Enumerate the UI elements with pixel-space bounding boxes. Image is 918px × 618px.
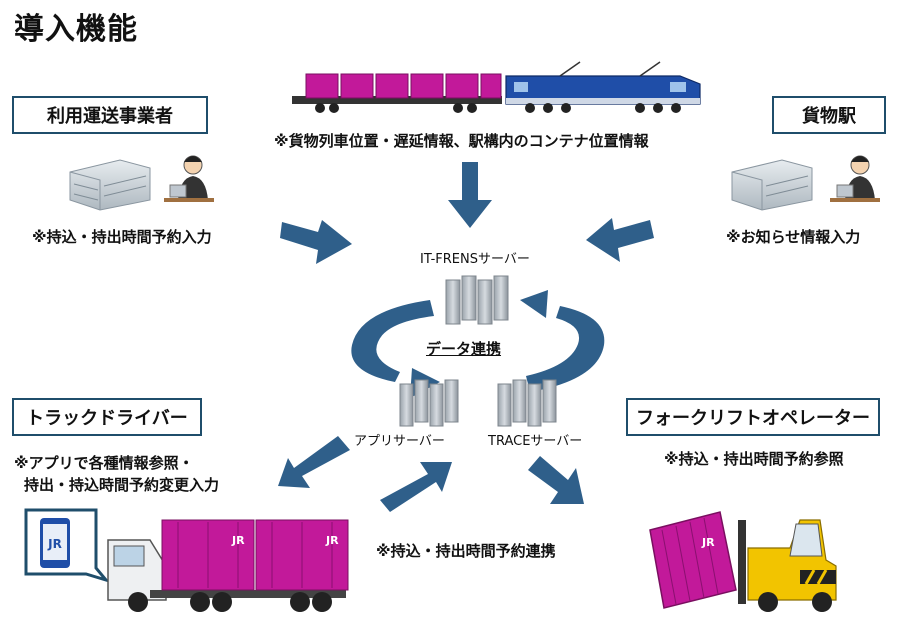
station-box: 貨物駅 <box>772 96 886 134</box>
arrow-station-to-center <box>586 218 654 262</box>
driver-note-line1: ※アプリで各種情報参照・ <box>14 454 194 472</box>
itfrens-server-icon <box>445 275 509 325</box>
arrow-sync-to-app <box>380 462 452 512</box>
svg-text:JR: JR <box>701 536 715 549</box>
sync-note: ※持込・持出時間予約連携 <box>376 542 556 560</box>
page-title: 導入機能 <box>14 12 138 47</box>
jr-logo: JR <box>47 537 62 551</box>
carrier-box: 利用運送事業者 <box>12 96 208 134</box>
itfrens-server-label: IT-FRENSサーバー <box>420 252 530 267</box>
forklift-operator-box: フォークリフトオペレーター <box>626 398 880 436</box>
forklift-ref-note: ※持込・持出時間予約参照 <box>664 450 844 468</box>
flow-arrows <box>278 162 654 512</box>
app-server-icon <box>399 379 459 427</box>
arrow-carrier-to-center <box>280 220 352 264</box>
freight-train-illustration <box>292 61 701 113</box>
station-office-illustration <box>731 155 880 211</box>
svg-text:JR: JR <box>231 534 245 547</box>
smartphone-app-icon: JR <box>24 508 111 583</box>
forklift-illustration: JR <box>649 511 837 612</box>
app-server-label: アプリサーバー <box>354 434 445 449</box>
carrier-input-note: ※持込・持出時間予約入力 <box>32 228 212 246</box>
truck-driver-box: トラックドライバー <box>12 398 202 436</box>
arrow-app-to-driver <box>278 436 350 488</box>
arrow-trace-to-forklift <box>528 456 584 504</box>
trace-server-label: TRACEサーバー <box>488 434 583 449</box>
carrier-office-illustration <box>69 155 214 211</box>
arrow-train-down <box>448 162 492 228</box>
train-info-note: ※貨物列車位置・遅延情報、駅構内のコンテナ位置情報 <box>274 132 649 150</box>
svg-text:JR: JR <box>325 534 339 547</box>
data-link-label: データ連携 <box>426 340 502 358</box>
truck-illustration: JR JR <box>107 519 349 612</box>
driver-note-line2: 持出・持込時間予約変更入力 <box>24 476 220 494</box>
station-input-note: ※お知らせ情報入力 <box>726 228 861 246</box>
trace-server-icon <box>497 379 557 427</box>
